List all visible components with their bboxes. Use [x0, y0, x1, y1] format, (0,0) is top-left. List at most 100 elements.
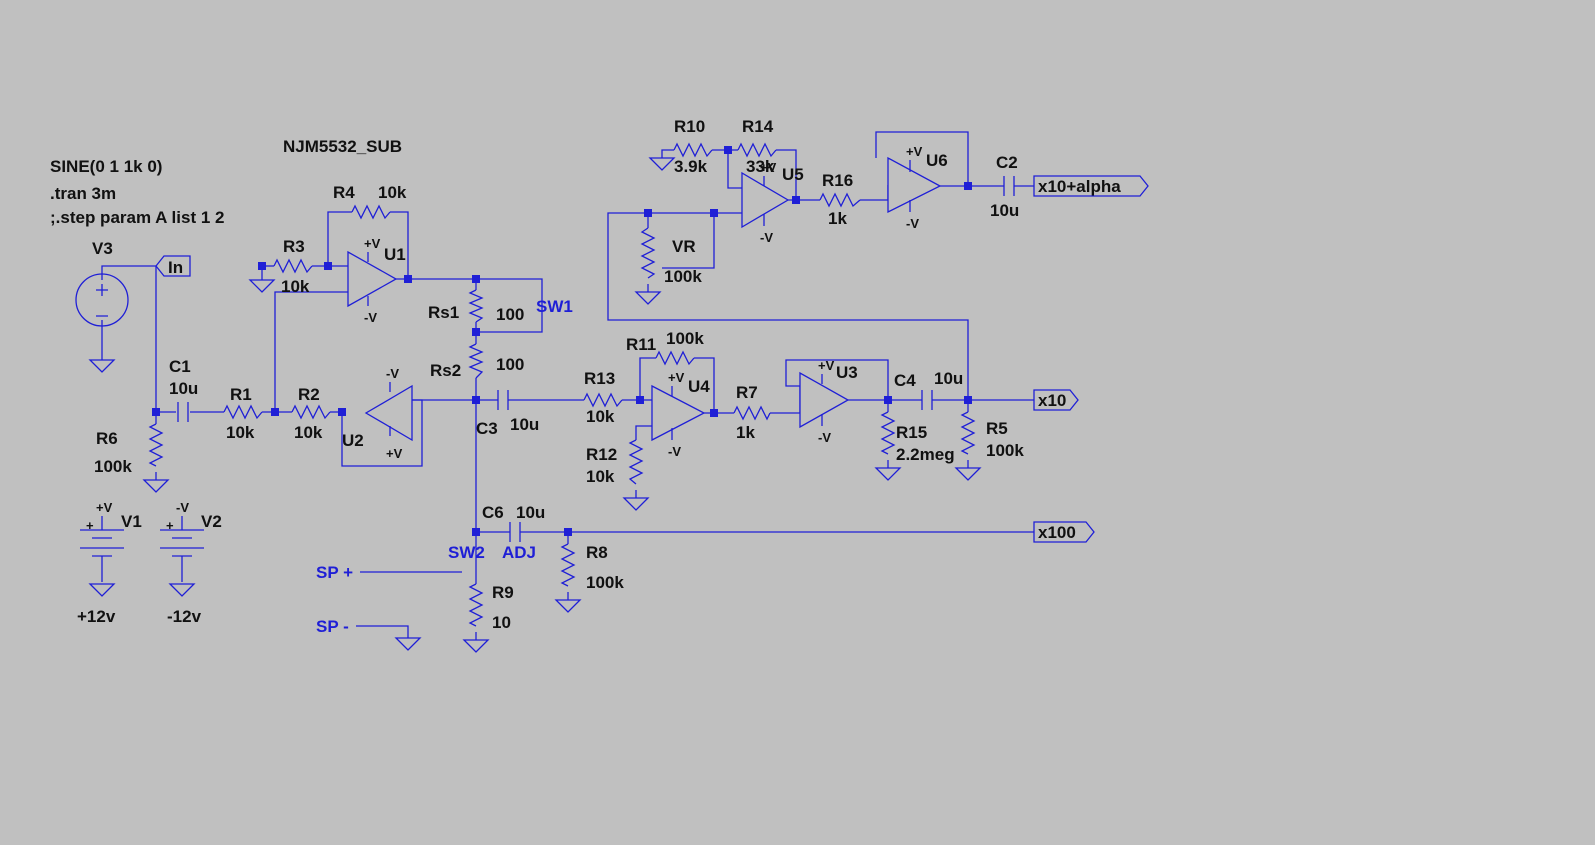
svg-text:C6: C6	[482, 503, 504, 522]
capacitors	[177, 176, 1015, 542]
resistor-r10	[673, 142, 713, 158]
svg-text:R4: R4	[333, 183, 355, 202]
svg-text:100k: 100k	[586, 573, 624, 592]
svg-text:10k: 10k	[378, 183, 407, 202]
svg-text:1k: 1k	[828, 209, 847, 228]
voltage-source-v3	[75, 273, 129, 327]
svg-text:R5: R5	[986, 419, 1008, 438]
ground-icon	[623, 497, 649, 511]
net-flag-x10-alpha: x10+alpha	[1038, 177, 1121, 196]
svg-text:10u: 10u	[934, 369, 963, 388]
capacitor-c6	[509, 522, 521, 542]
svg-text:Rs2: Rs2	[430, 361, 461, 380]
ground-icon	[89, 359, 115, 373]
capacitor-c4	[921, 390, 933, 410]
net-flag-x10: x10	[1038, 391, 1066, 410]
svg-text:100k: 100k	[666, 329, 704, 348]
svg-text:SP +: SP +	[316, 563, 353, 582]
ground-icon	[555, 599, 581, 613]
svg-text:-V: -V	[760, 230, 773, 245]
svg-text:Rs1: Rs1	[428, 303, 459, 322]
svg-text:10u: 10u	[169, 379, 198, 398]
svg-text:10k: 10k	[586, 467, 615, 486]
svg-text:-V: -V	[906, 216, 919, 231]
svg-text:100: 100	[496, 355, 524, 374]
ground-icon	[89, 583, 115, 597]
svg-text:10k: 10k	[226, 423, 255, 442]
svg-text:-V: -V	[668, 444, 681, 459]
svg-text:-V: -V	[364, 310, 377, 325]
svg-text:C1: C1	[169, 357, 191, 376]
svg-text:-12v: -12v	[167, 607, 202, 626]
labels: SINE(0 1 1k 0) .tran 3m ;.step param A l…	[50, 117, 1121, 636]
svg-text:3.9k: 3.9k	[674, 157, 708, 176]
svg-text:R16: R16	[822, 171, 853, 190]
svg-text:100: 100	[496, 305, 524, 324]
resistor-vr	[640, 227, 656, 279]
subckt-label: NJM5532_SUB	[283, 137, 402, 156]
svg-text:+V: +V	[668, 370, 685, 385]
resistor-rs2	[468, 343, 484, 379]
svg-text:ADJ: ADJ	[502, 543, 536, 562]
svg-text:R7: R7	[736, 383, 758, 402]
opamps	[347, 156, 942, 442]
resistor-r13	[583, 392, 623, 408]
ground-icon	[169, 583, 195, 597]
resistor-r12	[628, 439, 644, 485]
resistor-r11	[655, 350, 695, 366]
resistor-r15	[880, 411, 896, 455]
svg-text:+V: +V	[906, 144, 923, 159]
svg-text:+12v: +12v	[77, 607, 116, 626]
svg-text:+: +	[166, 518, 174, 533]
ground-icon	[635, 291, 661, 305]
opamp-u6	[887, 156, 942, 214]
resistor-r7	[733, 405, 771, 421]
svg-text:100k: 100k	[664, 267, 702, 286]
svg-text:U5: U5	[782, 165, 804, 184]
svg-text:33k: 33k	[746, 157, 775, 176]
svg-text:R10: R10	[674, 117, 705, 136]
svg-text:+V: +V	[760, 160, 777, 175]
svg-text:+: +	[86, 518, 94, 533]
svg-text:R1: R1	[230, 385, 252, 404]
net-flag-in: In	[168, 258, 183, 277]
ground-icon	[395, 637, 421, 651]
svg-text:C2: C2	[996, 153, 1018, 172]
step-directive: ;.step param A list 1 2	[50, 208, 224, 227]
resistor-r9	[468, 583, 484, 627]
opamp-u2	[364, 384, 413, 442]
svg-text:10u: 10u	[510, 415, 539, 434]
battery-v1	[80, 516, 124, 582]
svg-text:C3: C3	[476, 419, 498, 438]
svg-text:10k: 10k	[586, 407, 615, 426]
svg-text:R15: R15	[896, 423, 927, 442]
svg-text:VR: VR	[672, 237, 696, 256]
svg-text:-V: -V	[176, 500, 189, 515]
tran-directive: .tran 3m	[50, 184, 116, 203]
grounds	[89, 157, 981, 653]
resistors	[148, 142, 976, 627]
svg-text:10k: 10k	[294, 423, 323, 442]
svg-text:+V: +V	[364, 236, 381, 251]
resistor-r1	[223, 404, 263, 420]
resistor-r4	[351, 204, 391, 220]
svg-text:R8: R8	[586, 543, 608, 562]
svg-text:-V: -V	[386, 366, 399, 381]
svg-text:V2: V2	[201, 512, 222, 531]
opamp-u3	[799, 371, 850, 429]
sine-directive: SINE(0 1 1k 0)	[50, 157, 162, 176]
svg-text:R14: R14	[742, 117, 774, 136]
svg-text:+V: +V	[386, 446, 403, 461]
svg-text:100k: 100k	[986, 441, 1024, 460]
resistor-r8	[560, 543, 576, 587]
svg-text:SW2: SW2	[448, 543, 485, 562]
resistor-r5	[960, 411, 976, 455]
ground-icon	[875, 467, 901, 481]
svg-text:SP -: SP -	[316, 617, 349, 636]
svg-text:R13: R13	[584, 369, 615, 388]
capacitor-c2	[1003, 176, 1015, 196]
junctions	[152, 146, 972, 536]
svg-text:U3: U3	[836, 363, 858, 382]
svg-text:R6: R6	[96, 429, 118, 448]
